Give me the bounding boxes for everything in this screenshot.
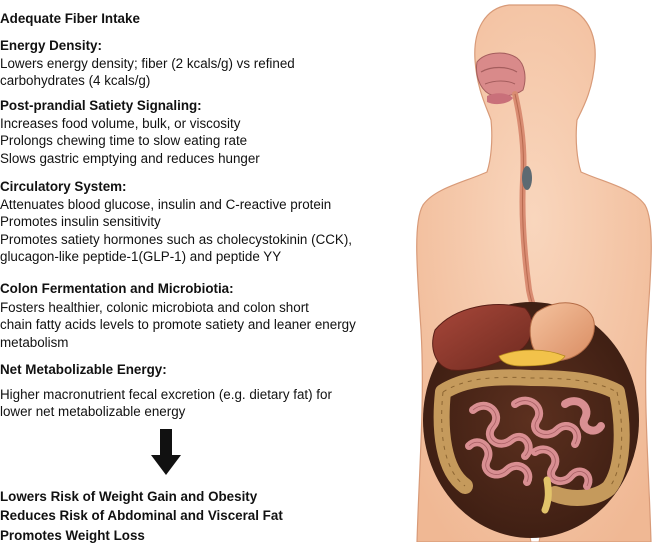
colon-line-1: Fosters healthier, colonic microbiota an… — [0, 300, 309, 315]
tongue — [487, 93, 513, 105]
nasal-cavity — [476, 52, 526, 97]
outcome-visceral-fat: Reduces Risk of Abdominal and Visceral F… — [0, 508, 283, 523]
rectum — [541, 476, 552, 514]
colon-line-3: metabolism — [0, 335, 69, 350]
heading-net-metabolizable-energy: Net Metabolizable Energy: — [0, 362, 167, 377]
energy-density-line-1: Lowers energy density; fiber (2 kcals/g)… — [0, 56, 295, 71]
diagram-title: Adequate Fiber Intake — [0, 11, 140, 26]
circulatory-line-1: Attenuates blood glucose, insulin and C-… — [0, 197, 332, 212]
heading-circulatory-system: Circulatory System: — [0, 179, 127, 194]
satiety-line-2: Prolongs chewing time to slow eating rat… — [0, 133, 248, 148]
outcome-weight-gain: Lowers Risk of Weight Gain and Obesity — [0, 489, 258, 504]
net-energy-line-1: Higher macronutrient fecal excretion (e.… — [0, 387, 332, 402]
down-arrow-icon — [151, 429, 181, 475]
pancreas — [498, 349, 566, 367]
heading-energy-density: Energy Density: — [0, 38, 102, 53]
circulatory-line-3: Promotes satiety hormones such as cholec… — [0, 232, 353, 247]
satiety-line-3: Slows gastric emptying and reduces hunge… — [0, 151, 260, 166]
text-column: Adequate Fiber Intake Energy Density: Lo… — [0, 11, 356, 543]
digestive-system-figure — [416, 4, 652, 542]
circulatory-line-2: Promotes insulin sensitivity — [0, 214, 161, 229]
colon-line-2: chain fatty acids levels to promote sati… — [0, 317, 356, 332]
satiety-line-1: Increases food volume, bulk, or viscosit… — [0, 116, 241, 131]
stomach — [529, 302, 595, 362]
heading-colon-fermentation: Colon Fermentation and Microbiotia: — [0, 281, 234, 296]
heading-satiety-signaling: Post-prandial Satiety Signaling: — [0, 98, 202, 113]
energy-density-line-2: carbohydrates (4 kcals/g) — [0, 73, 151, 88]
circulatory-line-4: glucagon-like peptide-1(GLP-1) and pepti… — [0, 249, 282, 264]
outcome-weight-loss: Promotes Weight Loss — [0, 528, 145, 543]
net-energy-line-2: lower net metabolizable energy — [0, 404, 186, 419]
